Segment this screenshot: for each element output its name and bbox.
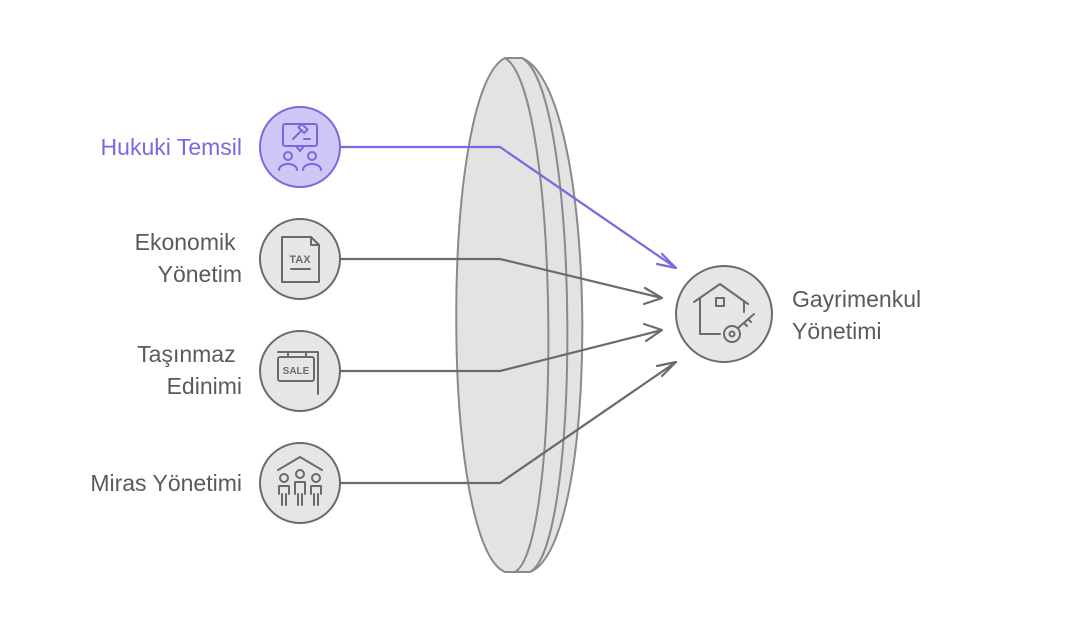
output-label: Gayrimenkul Yönetimi [792, 286, 928, 344]
family-house-icon [277, 456, 323, 506]
connectors [340, 145, 678, 485]
input-node-tasinmaz-edinimi: SALE Taşınmaz Edinimi [137, 330, 341, 412]
arrowhead-ekonomik-yonetim [642, 286, 664, 306]
input-label-hukuki-temsil: Hukuki Temsil [101, 134, 242, 160]
tax-document-icon [281, 236, 320, 283]
lens [455, 57, 584, 573]
input-node-hukuki-temsil: Hukuki Temsil [101, 106, 341, 188]
house-key-icon [693, 283, 755, 343]
connector-miras-yonetimi [340, 361, 677, 485]
arrowhead-tasinmaz-edinimi [642, 322, 664, 343]
sale-icon-text: SALE [283, 366, 310, 377]
tax-icon-text: TAX [289, 254, 311, 266]
sale-sign-icon [277, 351, 319, 395]
output-node-gayrimenkul-yonetimi: Gayrimenkul Yönetimi [675, 265, 928, 363]
legal-advice-icon [278, 122, 322, 171]
input-node-miras-yonetimi: Miras Yönetimi [90, 442, 341, 524]
input-label-ekonomik-yonetim: Ekonomik Yönetim [135, 229, 242, 287]
input-node-ekonomik-yonetim: TAX Ekonomik Yönetim [135, 218, 341, 300]
connector-hukuki-temsil [340, 145, 677, 269]
arrowhead-miras-yonetimi [655, 360, 678, 378]
input-label-miras-yonetimi: Miras Yönetimi [90, 470, 242, 496]
connector-tasinmaz-edinimi [340, 328, 663, 373]
connector-ekonomik-yonetim [340, 257, 663, 300]
input-label-tasinmaz-edinimi: Taşınmaz Edinimi [137, 341, 242, 399]
arrowhead-hukuki-temsil [655, 252, 678, 270]
